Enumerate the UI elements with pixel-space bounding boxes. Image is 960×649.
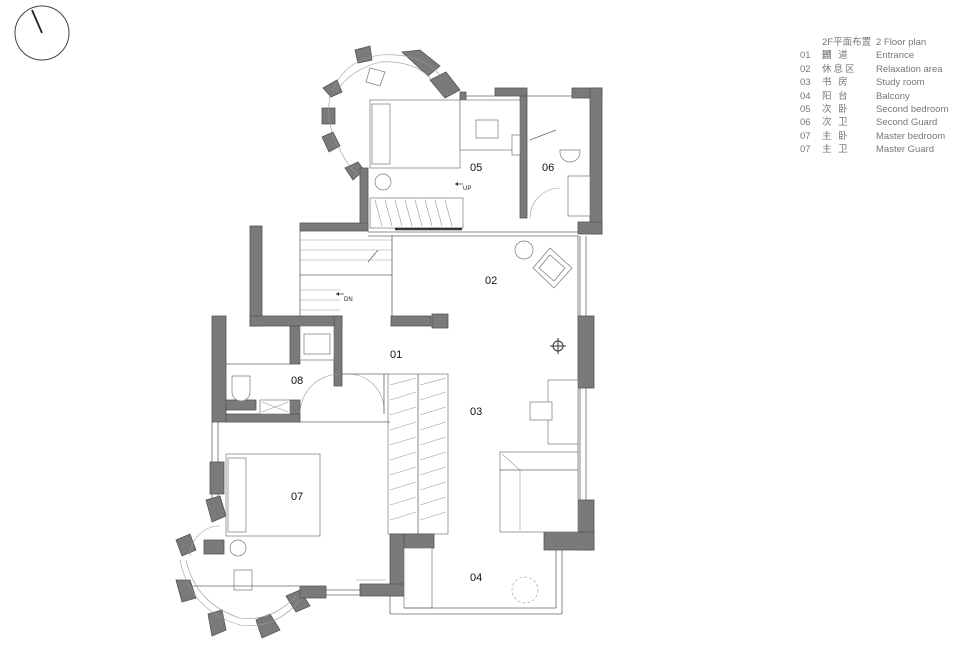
room-label-05: 05 bbox=[470, 162, 482, 174]
room-label-04: 04 bbox=[470, 572, 482, 584]
room-label-02: 02 bbox=[485, 275, 497, 287]
legend: 2F平面布置图 2 Floor plan 01 过 道 Entrance 02 … bbox=[800, 36, 948, 157]
room-03-furniture bbox=[387, 373, 579, 535]
room-06-furniture bbox=[511, 129, 591, 219]
legend-item: 02 休息区 Relaxation area bbox=[800, 63, 943, 75]
legend-item: 06 次 卫 Second Guard bbox=[800, 117, 938, 129]
room-label-06: 06 bbox=[542, 162, 554, 174]
legend-item: 04 阳 台 Balcony bbox=[800, 90, 910, 102]
legend-item: 03 书 房 Study room bbox=[800, 77, 925, 89]
walls-right bbox=[543, 236, 595, 551]
stair-up-marker: UP bbox=[455, 182, 471, 192]
walls-upper bbox=[299, 87, 603, 235]
balcony bbox=[356, 533, 563, 615]
north-arrow-icon bbox=[14, 5, 70, 61]
room-label-03: 03 bbox=[470, 406, 482, 418]
legend-title-en: 2 Floor plan bbox=[876, 37, 927, 48]
ceiling-light-icon bbox=[550, 338, 566, 354]
legend-title: 2F平面布置图 2 Floor plan bbox=[800, 36, 948, 62]
legend-item: 07 主 卫 Master Guard bbox=[800, 144, 935, 156]
room-label-08: 08 bbox=[291, 375, 303, 387]
room-label-07: 07 bbox=[291, 491, 303, 503]
walls-central bbox=[368, 231, 578, 329]
legend-title-cn: 2F平面布置图 bbox=[822, 37, 872, 62]
stair-down-marker: DN bbox=[336, 292, 353, 303]
svg-text:DN: DN bbox=[344, 297, 353, 303]
room-label-01: 01 bbox=[390, 349, 402, 361]
room-07 bbox=[175, 421, 390, 639]
legend-item: 05 次 卧 Second bedroom bbox=[800, 103, 949, 115]
legend-item: 07 主 卧 Master bedroom bbox=[800, 130, 946, 142]
legend-item: 01 过 道 Entrance bbox=[800, 50, 915, 62]
room-02-furniture bbox=[514, 240, 573, 289]
room-05-furniture bbox=[369, 99, 521, 231]
svg-text:UP: UP bbox=[463, 186, 471, 192]
room-08 bbox=[211, 315, 388, 423]
staircase bbox=[249, 225, 393, 387]
